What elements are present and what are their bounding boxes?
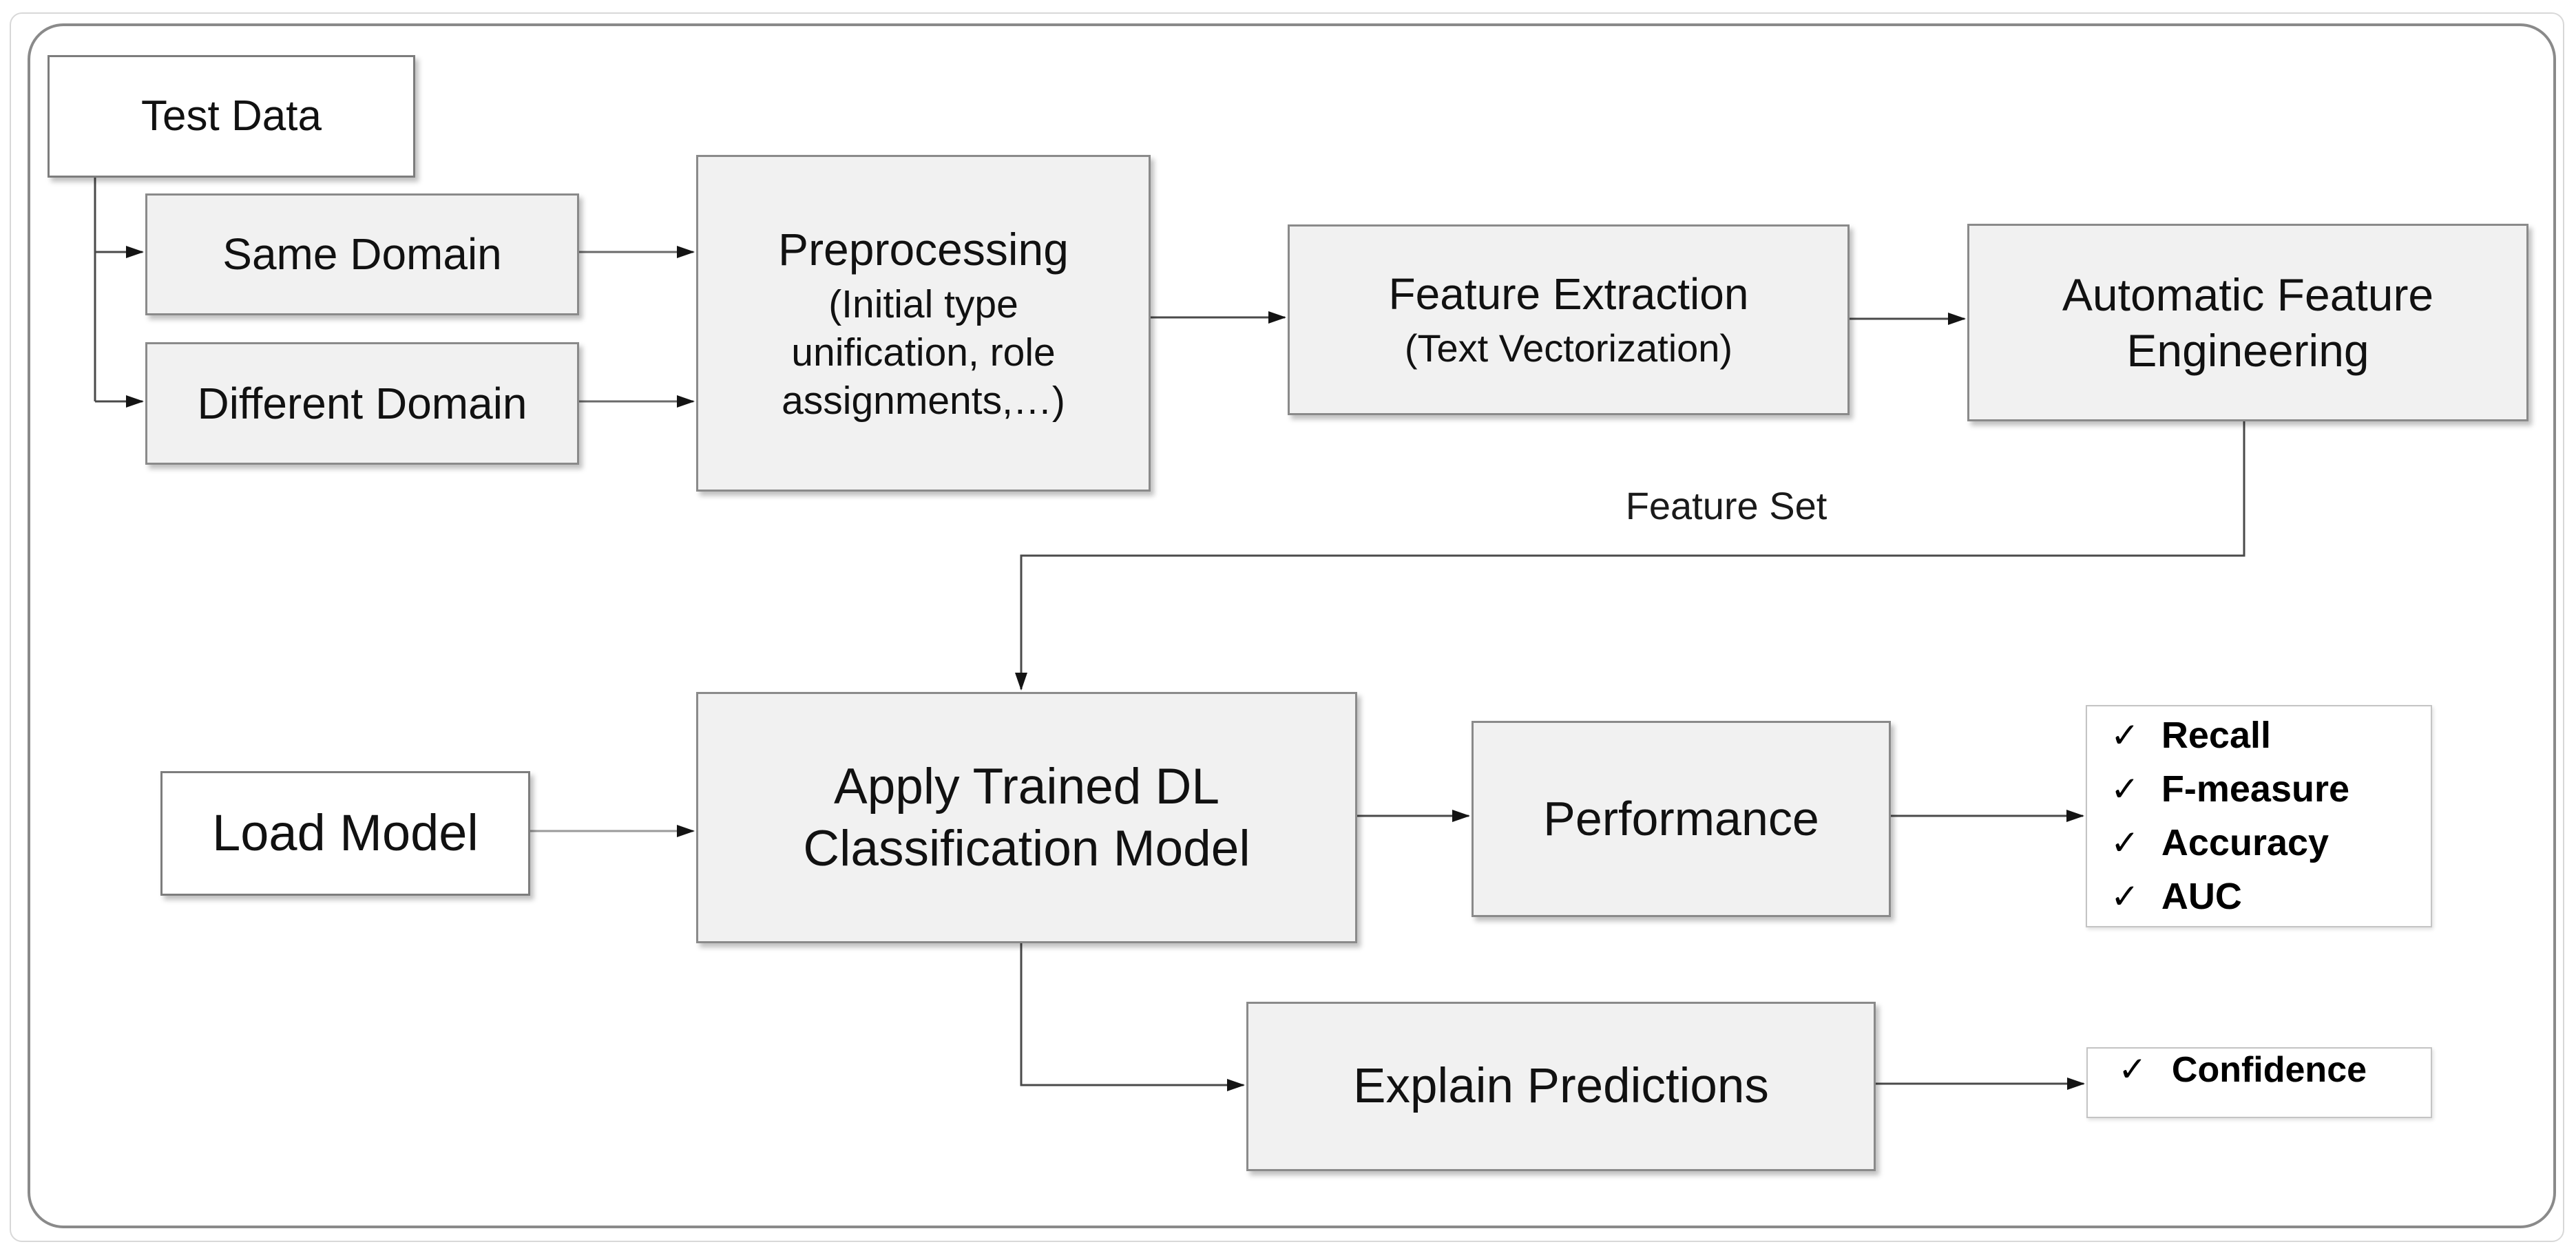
node-performance: Performance (1472, 721, 1891, 917)
metric-label: Recall (2161, 714, 2272, 756)
node-test-data-label: Test Data (141, 92, 322, 140)
check-icon: ✓ (2111, 770, 2139, 808)
feature-set-label: Feature Set (1625, 484, 1828, 527)
check-icon: ✓ (2111, 716, 2139, 755)
node-performance-label: Performance (1543, 791, 1819, 845)
metric-label: F-measure (2161, 768, 2350, 810)
node-test-data: Test Data (48, 55, 415, 178)
node-load-model: Load Model (160, 771, 530, 896)
metric-row-accuracy: ✓ Accuracy (2111, 817, 2329, 870)
node-apply-model-label: Apply Trained DL Classification Model (803, 759, 1250, 876)
node-automatic-feature-engineering-label: Automatic Feature Engineering (2062, 269, 2434, 376)
node-load-model-label: Load Model (212, 804, 479, 862)
node-preprocessing-subtitle: (Initial type unification, role assignme… (782, 282, 1065, 423)
metric-label: AUC (2161, 875, 2242, 917)
node-preprocessing: Preprocessing (Initial type unification,… (696, 155, 1151, 492)
node-explain-predictions-label: Explain Predictions (1353, 1058, 1769, 1113)
check-icon: ✓ (2111, 823, 2139, 862)
metrics-checklist: ✓ Recall ✓ F-measure ✓ Accuracy ✓ AUC (2086, 705, 2432, 927)
node-feature-extraction-title: Feature Extraction (1388, 269, 1749, 319)
check-icon: ✓ (2118, 1050, 2147, 1089)
node-different-domain: Different Domain (145, 342, 579, 465)
metric-row-f-measure: ✓ F-measure (2111, 763, 2349, 817)
metric-row-auc: ✓ AUC (2111, 870, 2242, 924)
node-automatic-feature-engineering: Automatic Feature Engineering (1967, 224, 2528, 421)
node-different-domain-label: Different Domain (197, 378, 527, 428)
node-same-domain-label: Same Domain (222, 229, 502, 280)
node-preprocessing-title: Preprocessing (778, 223, 1069, 275)
node-feature-extraction-subtitle: (Text Vectorization) (1404, 326, 1733, 370)
metric-label: Accuracy (2161, 821, 2329, 863)
metric-row-recall: ✓ Recall (2111, 709, 2271, 763)
check-icon: ✓ (2111, 877, 2139, 916)
confidence-label: Confidence (2171, 1050, 2367, 1090)
node-explain-predictions: Explain Predictions (1246, 1002, 1876, 1171)
node-same-domain: Same Domain (145, 193, 579, 315)
node-feature-extraction: Feature Extraction (Text Vectorization) (1288, 224, 1850, 415)
node-apply-trained-dl-classification-model: Apply Trained DL Classification Model (696, 692, 1357, 943)
confidence-checklist: ✓ Confidence (2086, 1047, 2432, 1118)
